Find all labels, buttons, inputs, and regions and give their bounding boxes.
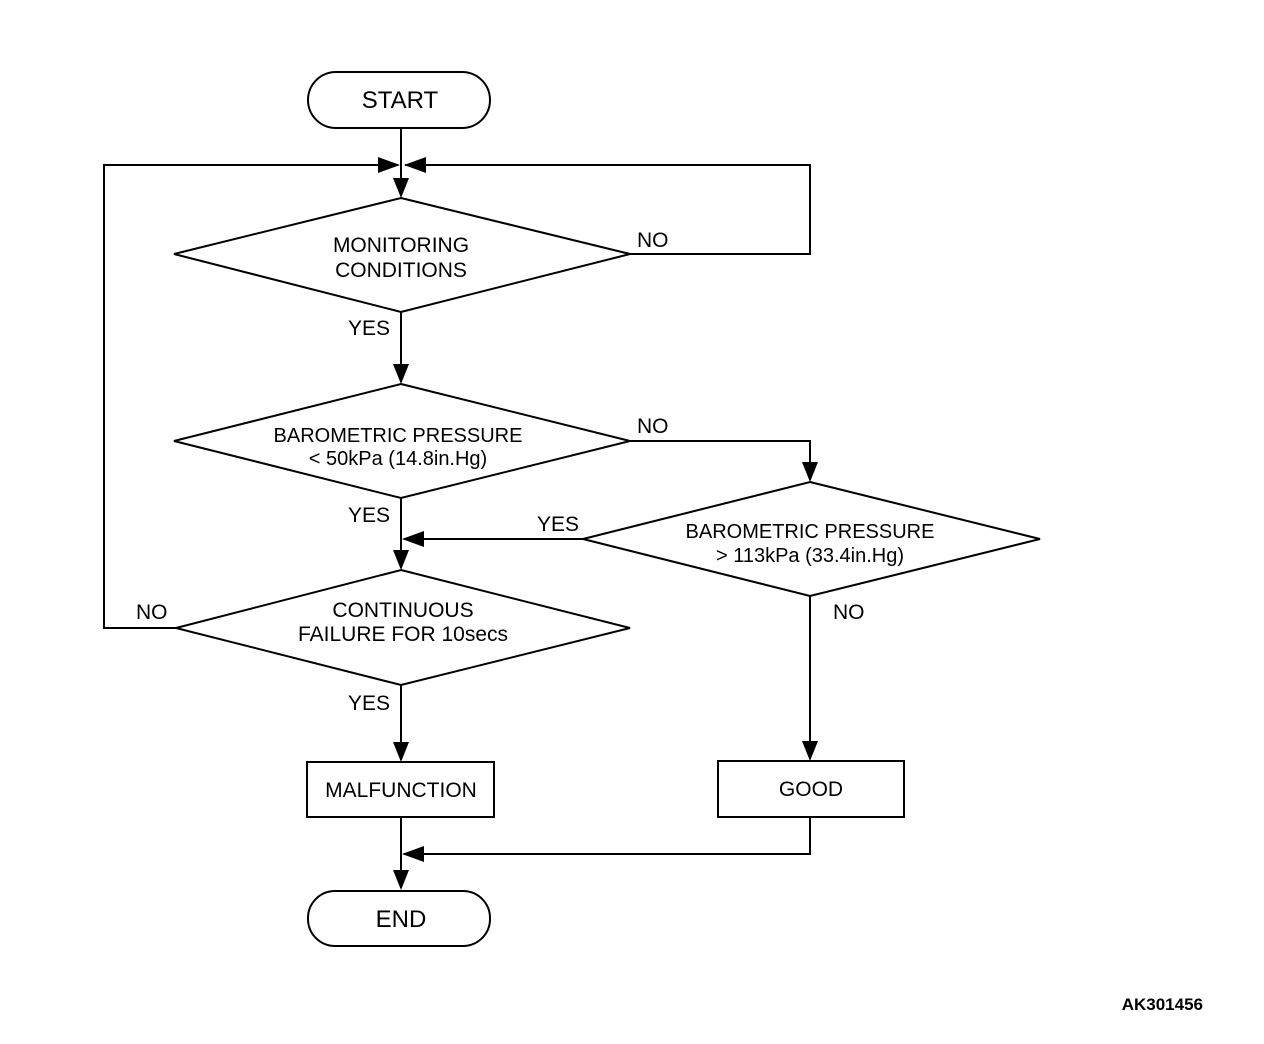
arrow-into-monitoring [393, 178, 409, 198]
pressure-high-no-label: NO [833, 601, 865, 624]
decision-pressure-low: BAROMETRIC PRESSURE < 50kPa (14.8in.Hg) [173, 382, 631, 500]
continuous-line-1: CONTINUOUS [332, 599, 473, 622]
pressure-high-line-2: > 113kPa (33.4in.Hg) [716, 545, 904, 567]
monitoring-line-1: MONITORING [333, 234, 469, 257]
continuous-no-label: NO [136, 601, 168, 624]
monitoring-no-label: NO [637, 229, 669, 252]
arrow-pressure-high-yes [402, 531, 424, 547]
pressure-low-line-2: < 50kPa (14.8in.Hg) [309, 448, 487, 470]
decision-monitoring-conditions: MONITORING CONDITIONS [173, 196, 631, 314]
pressure-high-line-1: BAROMETRIC PRESSURE [686, 521, 935, 543]
arrow-into-good [802, 741, 818, 761]
good-label: GOOD [779, 778, 843, 801]
pressure-low-no-label: NO [637, 415, 669, 438]
start-label: START [362, 87, 439, 114]
start-terminal: START [307, 71, 491, 129]
end-label: END [376, 906, 427, 933]
process-good: GOOD [717, 760, 905, 818]
pressure-low-line-1: BAROMETRIC PRESSURE [274, 425, 523, 447]
edge-good-to-end [404, 817, 811, 855]
figure-code: AK301456 [1122, 995, 1203, 1014]
edge-monitoring-no-loop [405, 164, 811, 255]
edge-pressure-low-no [630, 440, 811, 480]
monitoring-line-2: CONDITIONS [335, 259, 467, 282]
arrow-loop-left [378, 157, 400, 173]
malfunction-label: MALFUNCTION [325, 779, 477, 802]
decision-continuous-failure: CONTINUOUS FAILURE FOR 10secs [175, 568, 631, 687]
arrow-into-malfunction [393, 742, 409, 762]
arrow-good-merge [402, 846, 424, 862]
continuous-yes-label: YES [348, 692, 390, 715]
arrow-into-pressure-high [802, 462, 818, 482]
arrow-into-continuous [393, 550, 409, 570]
decision-pressure-high: BAROMETRIC PRESSURE > 113kPa (33.4in.Hg) [582, 480, 1041, 598]
arrow-into-pressure-low [393, 364, 409, 384]
monitoring-yes-label: YES [348, 317, 390, 340]
process-malfunction: MALFUNCTION [306, 761, 495, 818]
pressure-low-yes-label: YES [348, 504, 390, 527]
pressure-high-yes-label: YES [537, 513, 579, 536]
arrow-into-end [393, 870, 409, 890]
arrow-loop-right [404, 157, 426, 173]
end-terminal: END [307, 890, 491, 947]
edge-continuous-no-loop [103, 164, 398, 629]
continuous-line-2: FAILURE FOR 10secs [298, 623, 508, 646]
